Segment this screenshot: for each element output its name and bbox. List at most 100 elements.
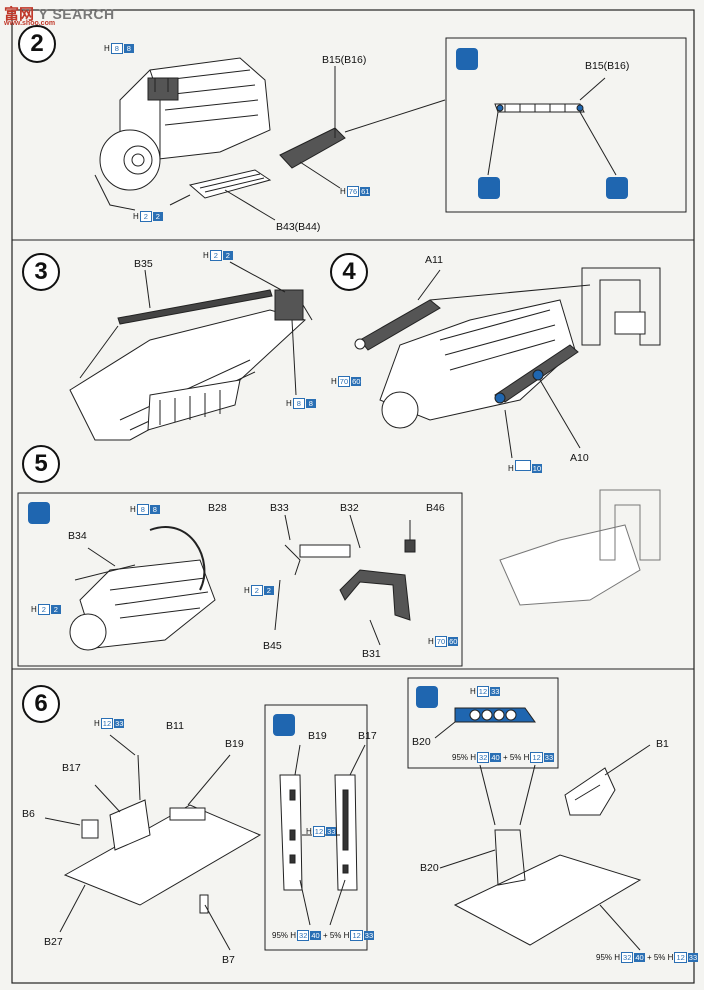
floor-step6-drawing <box>44 734 262 951</box>
paint-code-prefix: H <box>290 931 297 940</box>
paint-code-num: 76 <box>346 186 360 197</box>
label-b19: B19 <box>225 738 244 750</box>
engine-step5-drawing <box>69 526 216 651</box>
label-b35: B35 <box>134 258 153 270</box>
paint-code-num: 2 <box>139 211 152 222</box>
label-b46: B46 <box>426 502 445 514</box>
label-b20-detail: B20 <box>412 736 431 748</box>
paint-code-num: 33 <box>363 931 375 940</box>
label-b7: B7 <box>222 954 235 966</box>
paint-code-num: 12 <box>350 930 363 941</box>
paint-code-num: 32 <box>297 930 310 941</box>
brush-icon <box>28 502 50 524</box>
label-b17-detail: B17 <box>358 730 377 742</box>
paint-code-prefix: H <box>470 753 477 762</box>
paint-code-num <box>514 460 531 471</box>
paint-code-num: 8 <box>292 398 305 409</box>
paint-code-num: 12 <box>312 826 326 837</box>
paint-code-num: 8 <box>123 44 134 53</box>
paint-code-prefix: H <box>244 586 250 595</box>
paint-code-num: 61 <box>360 187 371 196</box>
label-b20: B20 <box>420 862 439 874</box>
paint-code-num: 2 <box>209 250 222 261</box>
paint-code-num: 2 <box>250 585 263 596</box>
detail-box-step6 <box>264 704 368 951</box>
watermark-en: Y SEARCH <box>38 6 115 22</box>
label-b34: B34 <box>68 530 87 542</box>
paint-code-num: 2 <box>50 605 61 614</box>
step-2-number: 2 <box>18 25 56 63</box>
paint-code-num: 8 <box>149 505 160 514</box>
paint-code-num: 33 <box>490 687 501 696</box>
paint-code-num: 33 <box>114 719 125 728</box>
paint-code-prefix: H <box>340 187 346 196</box>
label-b27: B27 <box>44 936 63 948</box>
label-b19-detail: B19 <box>308 730 327 742</box>
paint-code-num: 33 <box>326 827 337 836</box>
paint-code-num: 8 <box>136 504 149 515</box>
label-b32: B32 <box>340 502 359 514</box>
paint-code-num: 60 <box>448 637 459 646</box>
label-b45: B45 <box>263 640 282 652</box>
paint-code-num: 33 <box>687 953 699 962</box>
label-b6: B6 <box>22 808 35 820</box>
paint-code-num: 40 <box>634 953 645 962</box>
engine-step4-drawing <box>354 267 661 459</box>
mix-percent: + 5% <box>502 753 522 762</box>
paint-code-num: 60 <box>351 377 362 386</box>
step-4-number: 4 <box>330 253 368 291</box>
paint-code-num: 32 <box>621 952 634 963</box>
paint-code-num: 12 <box>530 752 543 763</box>
paint-code-prefix: H <box>331 377 337 386</box>
paint-code-prefix: H <box>130 505 136 514</box>
paint-code-prefix: H <box>508 464 514 473</box>
brush-icon <box>416 686 438 708</box>
paint-code-prefix: H <box>31 605 37 614</box>
label-b31: B31 <box>362 648 381 660</box>
detail-box-step2 <box>445 37 687 213</box>
watermark-url: www.shoo.com <box>4 20 56 27</box>
watermark-cn2: 网 <box>19 6 35 23</box>
label-b1: B1 <box>656 738 669 750</box>
bracket-detail-drawing <box>279 744 366 926</box>
mount-step5-drawing <box>274 514 416 646</box>
paint-code-prefix: H <box>104 44 110 53</box>
paint-code-num: 40 <box>490 753 501 762</box>
paint-code-num: 2 <box>222 251 233 260</box>
floor-step6-right-drawing <box>439 744 651 951</box>
paint-code-prefix: H <box>286 399 292 408</box>
mix-percent: 95% <box>272 931 289 940</box>
paint-code-num: 33 <box>543 753 555 762</box>
paint-code-num: 12 <box>476 686 490 697</box>
label-b15: B15(B16) <box>322 54 367 66</box>
watermark: 富网 Y SEARCH www.shoo.com <box>4 3 115 27</box>
label-b11: B11 <box>166 720 184 732</box>
paint-code-prefix: H <box>667 953 674 962</box>
paint-code-prefix: H <box>470 687 476 696</box>
paint-code-prefix: H <box>343 931 350 940</box>
paint-code-prefix: H <box>614 953 621 962</box>
paint-code-num: 40 <box>310 931 321 940</box>
step5-box <box>17 492 463 667</box>
engine-step3-drawing <box>69 261 313 441</box>
mix-percent: + 5% <box>322 931 342 940</box>
paint-code-num: 12 <box>674 952 687 963</box>
paint-code-prefix: H <box>523 753 530 762</box>
paint-code-num: 2 <box>263 586 274 595</box>
watermark-cn: 富 <box>4 6 20 23</box>
